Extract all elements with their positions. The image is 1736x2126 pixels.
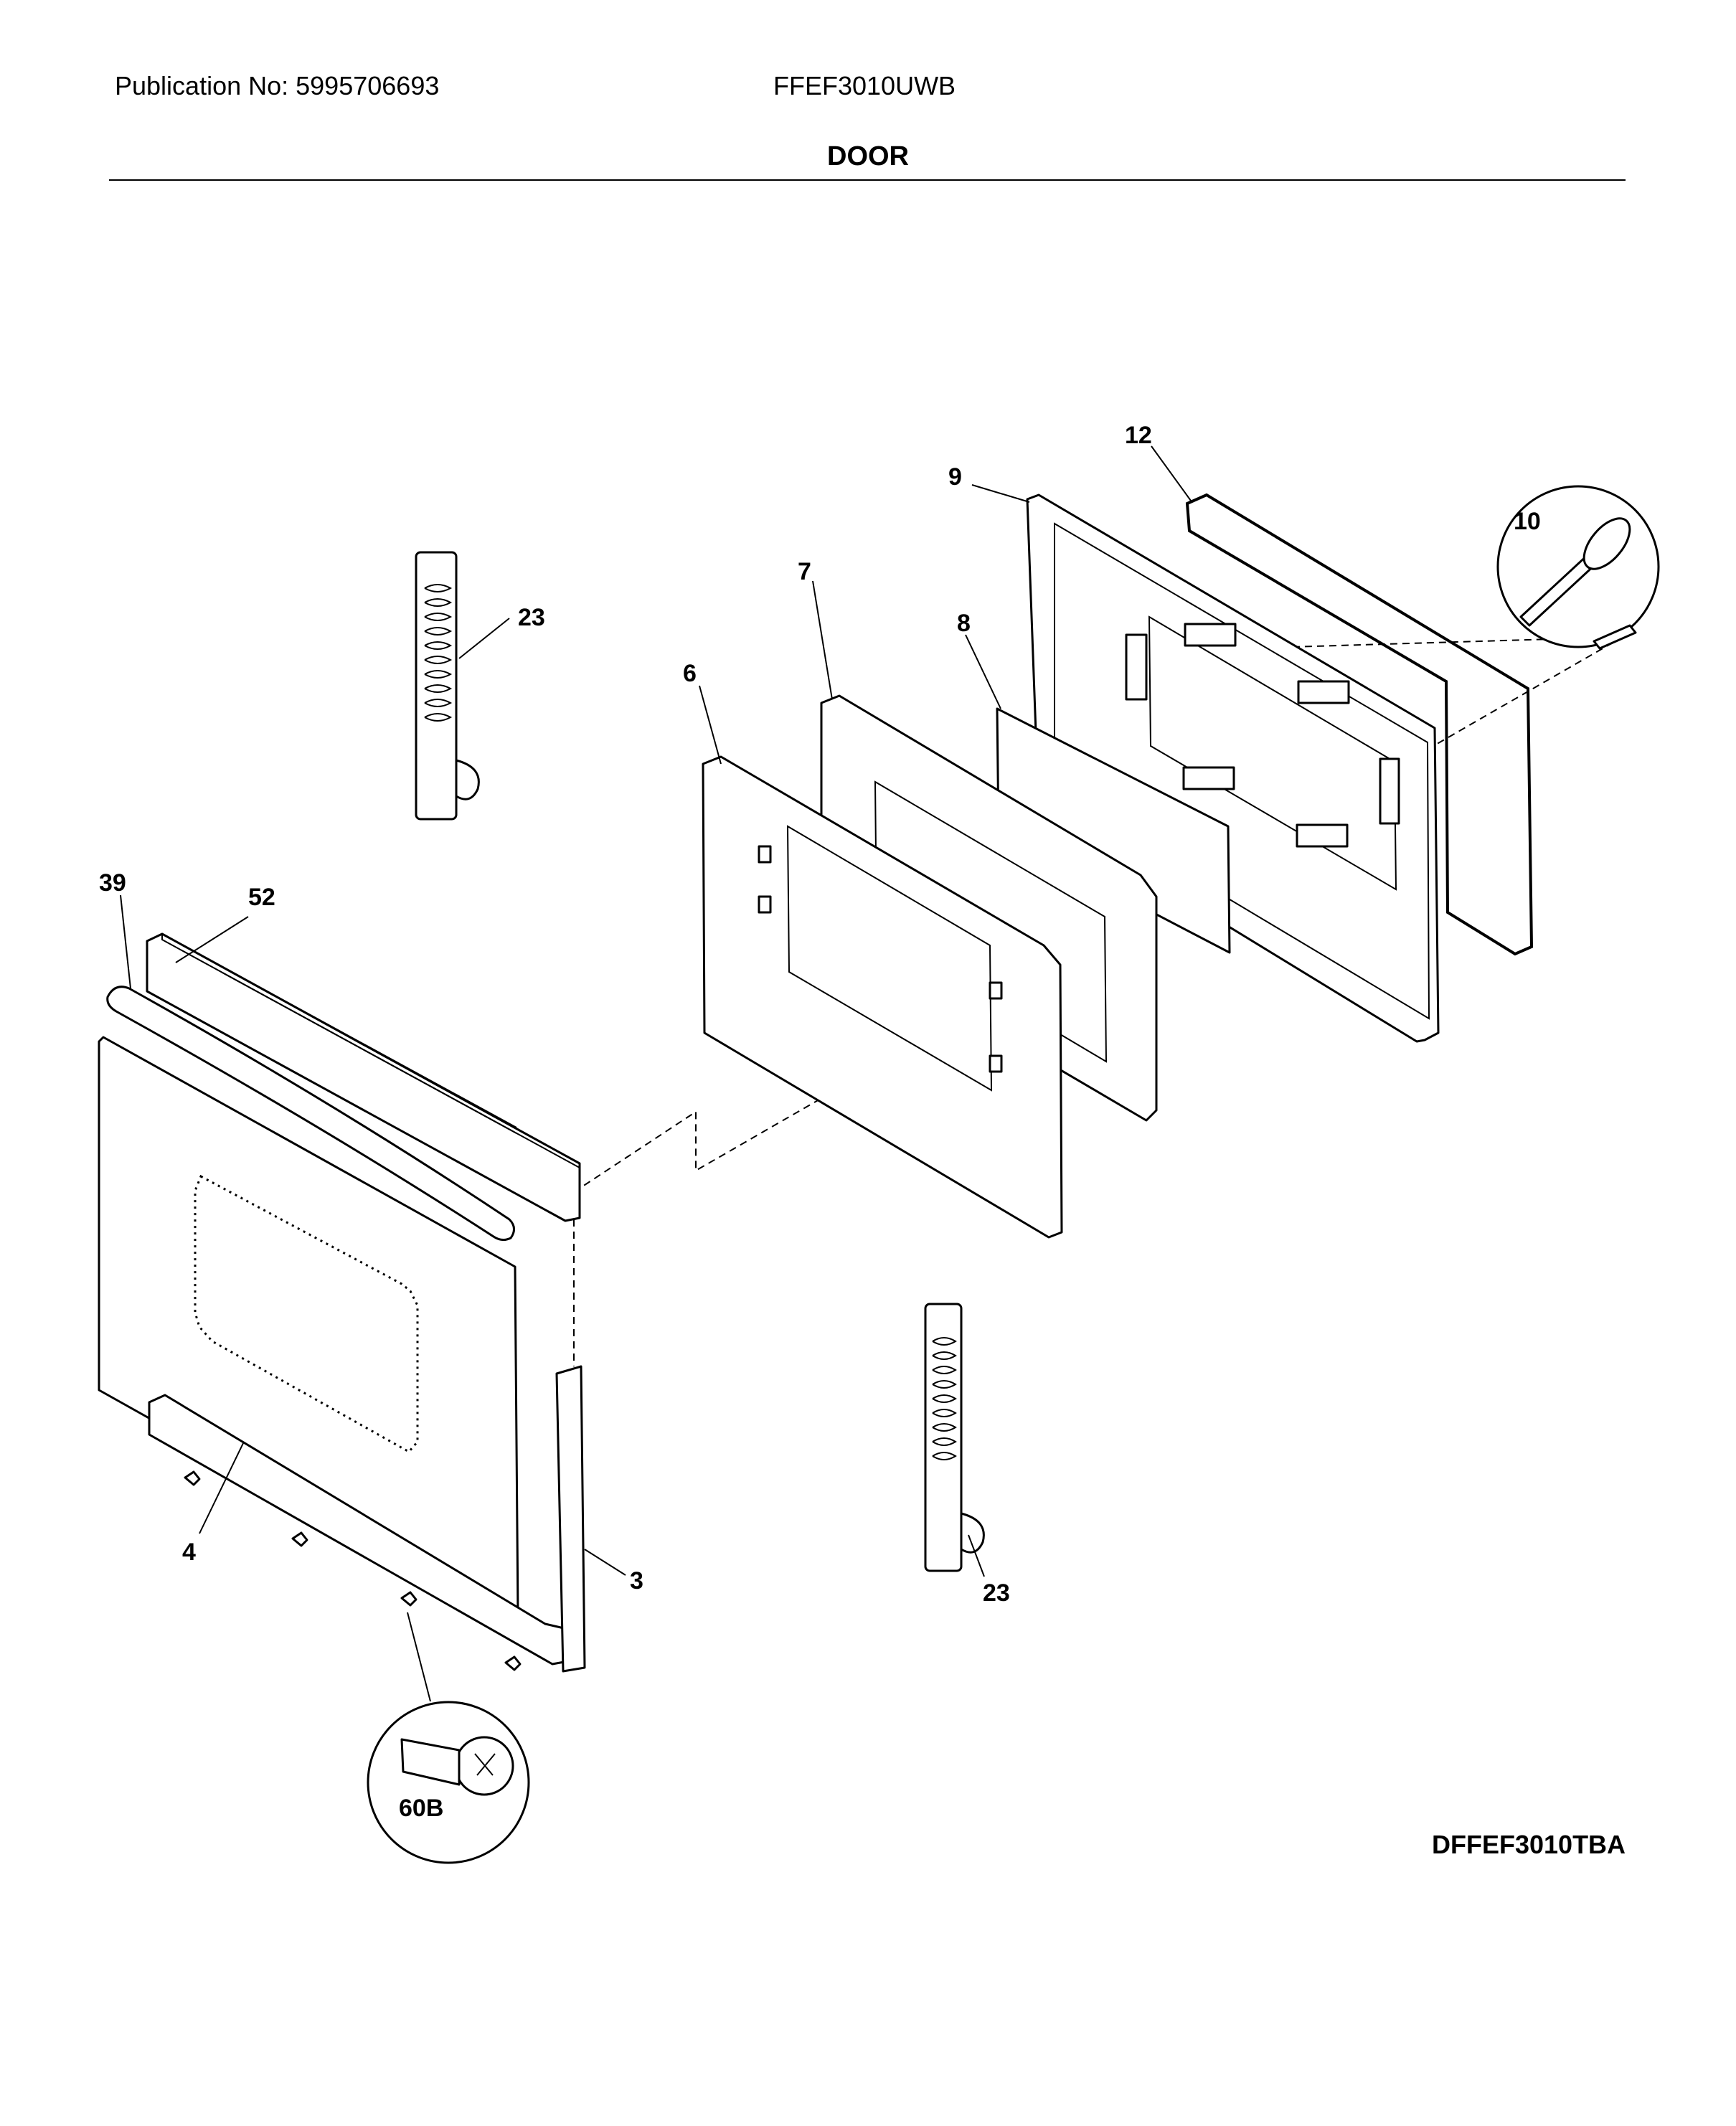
callout-labels: 39 52 4 3 60B 6 7 8 9 12 10 23 23 — [99, 422, 1541, 1822]
callout-39: 39 — [99, 869, 126, 897]
part-23-bottom-hinge — [924, 1303, 985, 1572]
callout-4: 4 — [182, 1539, 196, 1566]
callout-8: 8 — [957, 610, 971, 637]
part-12-door-gasket — [1185, 493, 1534, 956]
drawing-code: DFFEF3010TBA — [1432, 1830, 1626, 1859]
part-3-side-trim — [555, 1365, 586, 1673]
callout-52: 52 — [248, 884, 275, 911]
header-divider — [109, 179, 1626, 181]
screws — [184, 1470, 522, 1671]
section-title: DOOR — [827, 141, 909, 171]
part-39-door-handle — [106, 986, 515, 1242]
callout-60b: 60B — [399, 1795, 443, 1822]
part-52-top-trim — [146, 932, 581, 1222]
callout-7: 7 — [798, 558, 811, 585]
part-23-top-hinge — [415, 551, 480, 821]
callout-23-top: 23 — [518, 604, 545, 631]
leader-lines — [120, 445, 1192, 1577]
part-60b-screw-detail — [367, 1612, 530, 1864]
model-number: FFEF3010UWB — [773, 71, 956, 100]
publication-number: Publication No: 5995706693 — [115, 71, 440, 100]
callout-6: 6 — [683, 660, 697, 687]
part-10-bolt-detail — [1496, 485, 1660, 650]
callout-9: 9 — [948, 463, 962, 491]
callout-23-bottom: 23 — [983, 1579, 1010, 1607]
callout-10: 10 — [1514, 508, 1541, 535]
callout-12: 12 — [1125, 422, 1152, 449]
callout-3: 3 — [630, 1567, 643, 1595]
part-6-door-panel — [702, 755, 1063, 1239]
